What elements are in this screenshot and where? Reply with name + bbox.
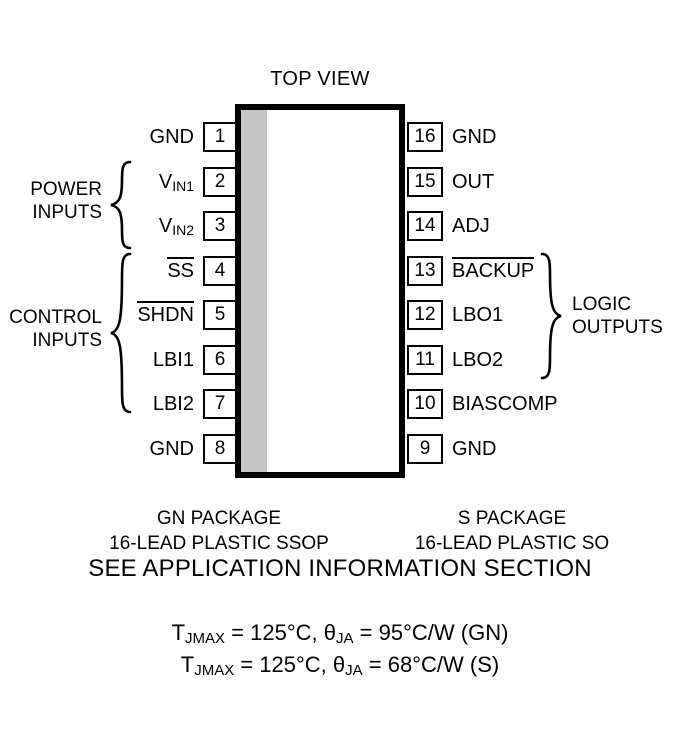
tjmax-symbol: T [180,652,195,677]
pin-box-1: 1 [203,122,237,152]
group-label-line1: POWER [30,179,102,200]
package-desc-gn: 16-LEAD PLASTIC SSOP [109,533,329,554]
theta-subscript: JA [336,630,354,647]
pin-label-6: LBI1 [153,345,194,375]
pin-box-2: 2 [203,167,237,197]
pin-name-text-overlined: SS [167,257,194,283]
pin-name-text: BIASCOMP [452,393,558,415]
theta-symbol: θ [323,620,337,645]
group-label-line1: CONTROL [9,307,102,328]
package-caption-gn: GN PACKAGE 16-LEAD PLASTIC SSOP [64,506,374,556]
logic-outputs-brace [540,252,562,380]
thermal-spec-gn: TJMAX = 125°C, θJA = 95°C/W (GN) [0,620,680,647]
group-label-line2: INPUTS [32,202,102,223]
pin-box-16: 16 [407,122,443,152]
pin-label-3: VIN2 [159,211,194,242]
pin-name-text: LBI2 [152,393,194,415]
pin-label-2: VIN1 [159,167,194,198]
pin-name-text: OUT [452,171,495,193]
pin-box-11: 11 [407,345,443,375]
pin-box-9: 9 [407,434,443,464]
tjmax-symbol: T [171,620,186,645]
tjmax-subscript: JMAX [185,630,226,647]
pin-label-14: ADJ [452,211,490,241]
group-label-line2: OUTPUTS [572,317,663,338]
group-label-line2: INPUTS [32,330,102,351]
pin-label-16: GND [452,122,496,152]
chip-pin1-stripe [241,110,267,472]
pin-name-text: V [158,171,173,193]
pin-box-13: 13 [407,256,443,286]
pin-name-text: V [158,215,173,237]
pin-box-7: 7 [203,389,237,419]
pin-box-8: 8 [203,434,237,464]
pin-name-subscript: IN2 [172,222,194,238]
application-note: SEE APPLICATION INFORMATION SECTION [88,555,592,582]
pin-label-11: LBO2 [452,345,503,375]
pin-box-3: 3 [203,211,237,241]
pin-name-subscript: IN1 [172,178,194,194]
pin-label-15: OUT [452,167,494,197]
pin-box-14: 14 [407,211,443,241]
group-label-line1: LOGIC [572,294,632,315]
pin-box-6: 6 [203,345,237,375]
theta-value: = 68°C/W (S) [362,652,500,677]
package-caption-s: S PACKAGE 16-LEAD PLASTIC SO [372,506,652,556]
pin-name-text: LBO2 [452,349,504,371]
pin-label-9: GND [452,434,496,464]
theta-value: = 95°C/W (GN) [353,620,509,645]
pin-box-5: 5 [203,300,237,330]
pin-name-text: LBI1 [152,349,194,371]
pin-label-1: GND [150,122,194,152]
package-name-s: S PACKAGE [457,508,567,529]
pin-name-text-overlined: BACKUP [452,257,535,283]
pin-box-12: 12 [407,300,443,330]
theta-subscript: JA [345,662,363,679]
control-inputs-brace [110,252,132,414]
group-label-logic-outputs: LOGIC OUTPUTS [572,293,663,339]
tjmax-subscript: JMAX [194,662,235,679]
pin-box-15: 15 [407,167,443,197]
pin-name-text: LBO1 [452,304,504,326]
tjmax-value: = 125°C, [234,652,333,677]
package-name-gn: GN PACKAGE [156,508,282,529]
pin-name-text: GND [149,126,194,148]
pin-name-text-overlined: SHDN [137,301,194,327]
pin-label-10: BIASCOMP [452,389,558,419]
pin-name-text: GND [149,438,194,460]
power-inputs-brace [110,160,132,250]
pin-box-4: 4 [203,256,237,286]
package-desc-s: 16-LEAD PLASTIC SO [414,533,610,554]
pin-label-8: GND [150,434,194,464]
group-label-power-inputs: POWER INPUTS [30,178,102,224]
pin-label-13: BACKUP [452,256,535,286]
theta-symbol: θ [332,652,346,677]
top-view-title-text: TOP VIEW [270,68,370,90]
pin-label-7: LBI2 [153,389,194,419]
pin-label-5: SHDN [137,300,194,330]
pin-name-text: GND [452,126,497,148]
pin-label-12: LBO1 [452,300,503,330]
pin-name-text: ADJ [452,215,490,237]
thermal-spec-s: TJMAX = 125°C, θJA = 68°C/W (S) [0,652,680,679]
pin-label-4: SS [167,256,194,286]
tjmax-value: = 125°C, [225,620,324,645]
pin-box-10: 10 [407,389,443,419]
top-view-title: TOP VIEW [0,68,680,91]
group-label-control-inputs: CONTROL INPUTS [9,306,102,352]
pin-name-text: GND [452,438,497,460]
